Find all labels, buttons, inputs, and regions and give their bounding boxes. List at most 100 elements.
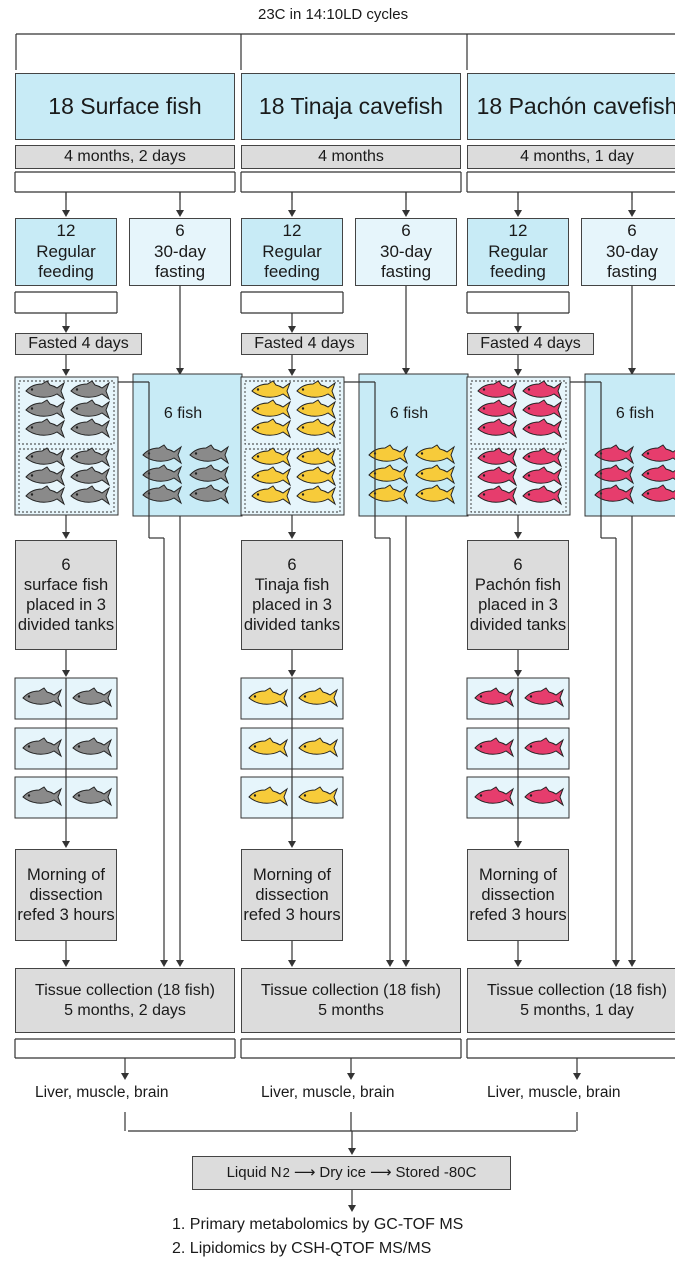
right-arrow-icon: ⟶: [370, 1163, 392, 1181]
fish-eye-icon: [527, 407, 531, 410]
species-title-surface: 18 Surface fish: [15, 73, 235, 140]
divided-count: 6: [61, 555, 71, 574]
fish-eye-icon: [75, 388, 79, 391]
fish-eye-icon: [303, 745, 307, 748]
fish-icon: [368, 444, 409, 465]
liquid-n-label: Liquid N: [226, 1163, 282, 1181]
tank-divider-lower: [470, 448, 567, 513]
regular-label: Regular feeding: [262, 241, 322, 282]
fish-icon: [415, 464, 456, 485]
morning-label: Morning of dissection refed 3 hours: [469, 865, 567, 925]
organs-label: Liver, muscle, brain: [35, 1084, 169, 1101]
fish-icon: [522, 380, 563, 401]
fish-eye-icon: [75, 493, 79, 496]
fish-icon: [22, 687, 63, 708]
fish-eye-icon: [482, 426, 486, 429]
six-fish-label: 6 fish: [615, 405, 655, 422]
fish-icon: [296, 418, 337, 439]
fish-icon: [594, 484, 635, 505]
fish-eye-icon: [194, 452, 198, 455]
fish-icon: [296, 466, 337, 487]
species-name: Pachón cavefish: [508, 93, 675, 120]
fish-icon: [189, 464, 230, 485]
arrow-head: [612, 960, 620, 967]
arrow-head: [348, 1205, 356, 1212]
fasted-days-label: Fasted 4 days: [254, 335, 355, 353]
six-fish-label: 6 fish: [163, 405, 203, 422]
fasted-days-label: Fasted 4 days: [28, 335, 129, 353]
species-title-tinaja: 18 Tinaja cavefish: [241, 73, 461, 140]
arrow-head: [402, 960, 410, 967]
arrow-head: [62, 670, 70, 677]
fish-icon: [594, 444, 635, 465]
fish-icon: [368, 464, 409, 485]
fish-eye-icon: [420, 472, 424, 475]
fish-eye-icon: [479, 695, 483, 698]
morning-label: Morning of dissection refed 3 hours: [243, 865, 341, 925]
arrow-head: [288, 369, 296, 376]
fish-icon: [251, 418, 292, 439]
fish-eye-icon: [30, 474, 34, 477]
fish-icon: [70, 485, 111, 506]
arrow-head: [514, 532, 522, 539]
fish-eye-icon: [527, 474, 531, 477]
fish-eye-icon: [30, 426, 34, 429]
fish-icon: [25, 466, 66, 487]
tank-divider-upper: [470, 380, 567, 445]
fish-icon: [248, 786, 289, 807]
acclimation-duration-pachon: 4 months, 1 day: [467, 145, 675, 169]
fish-icon: [72, 786, 113, 807]
tank-divider-lower: [18, 448, 115, 513]
fish-eye-icon: [27, 794, 31, 797]
arrow-head: [514, 841, 522, 848]
refeed-step-tinaja: Morning of dissection refed 3 hours: [241, 849, 343, 941]
fish-icon: [298, 737, 339, 758]
fish-icon: [70, 399, 111, 420]
fish-eye-icon: [27, 695, 31, 698]
fish-eye-icon: [529, 745, 533, 748]
fish-eye-icon: [75, 426, 79, 429]
fish-icon: [70, 447, 111, 468]
fish-eye-icon: [420, 492, 424, 495]
tank-divider-upper: [244, 380, 341, 445]
fish-eye-icon: [30, 407, 34, 410]
fish-eye-icon: [646, 492, 650, 495]
fasting-label: 30-day fasting: [606, 241, 658, 282]
fish-icon: [25, 418, 66, 439]
duration-label: 4 months, 1 day: [520, 148, 634, 166]
fish-icon: [522, 447, 563, 468]
fish-eye-icon: [482, 407, 486, 410]
fish-icon: [25, 485, 66, 506]
fish-eye-icon: [75, 474, 79, 477]
acclimation-duration-surface: 4 months, 2 days: [15, 145, 235, 169]
fish-eye-icon: [527, 493, 531, 496]
fish-eye-icon: [646, 452, 650, 455]
fish-icon: [522, 418, 563, 439]
regular-count: 12: [282, 220, 302, 240]
fish-eye-icon: [420, 452, 424, 455]
arrow-head: [288, 210, 296, 217]
fish-icon: [22, 786, 63, 807]
divided-label: surface fish placed in 3 divided tanks: [17, 575, 115, 635]
fish-eye-icon: [256, 388, 260, 391]
fish-icon: [189, 484, 230, 505]
regular-count: 12: [508, 220, 528, 240]
fish-eye-icon: [27, 745, 31, 748]
arrow-head: [160, 960, 168, 967]
arrow-head: [386, 960, 394, 967]
divided-count: 6: [513, 555, 523, 574]
fish-icon: [474, 687, 515, 708]
fish-eye-icon: [527, 426, 531, 429]
fish-icon: [296, 485, 337, 506]
tissue-line1: Tissue collection (18 fish): [35, 981, 215, 999]
fish-icon: [641, 444, 675, 462]
tissue-line2: 5 months: [318, 1001, 384, 1019]
fish-icon: [25, 447, 66, 468]
fish-icon: [22, 737, 63, 758]
fish-icon: [251, 399, 292, 420]
species-name: Tinaja cavefish: [290, 93, 444, 120]
fish-icon: [474, 786, 515, 807]
